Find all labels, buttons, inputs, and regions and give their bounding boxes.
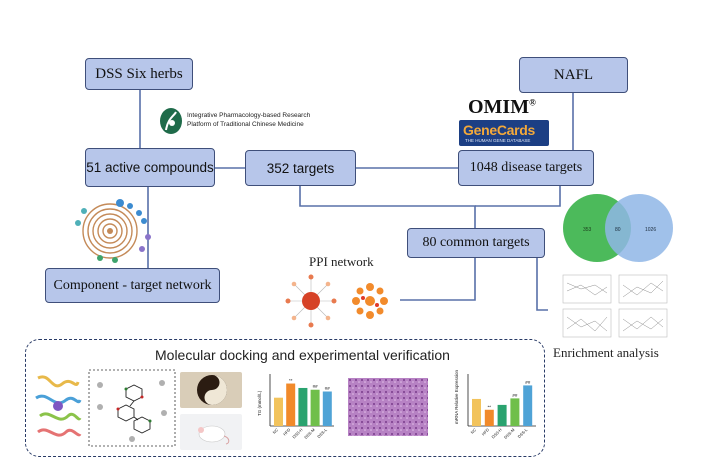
venn-diagram: 353 80 1026	[563, 194, 673, 262]
mrna-tick-label: DSS-L	[517, 427, 529, 439]
herb-bowl-graphic	[197, 375, 227, 405]
mrna-bar-dss-h	[497, 404, 507, 426]
mrna-significance-mark: ##	[525, 380, 531, 385]
mrna-tick-label: NC	[470, 427, 478, 435]
mrna-bar-hfd	[484, 409, 494, 426]
tg-tick-label: DSS-H	[291, 427, 303, 439]
ppi-network-graphic	[285, 274, 388, 328]
tcmip-caption-line1: Integrative Pharmacology-based Research	[187, 112, 311, 119]
docking-interaction-graphic	[88, 369, 176, 447]
node-component-target-network: Component - target network	[45, 268, 220, 303]
mouse-graphic	[198, 425, 230, 445]
mrna-significance-mark: ##	[512, 393, 518, 398]
mrna-bar-dss-l	[523, 385, 533, 426]
tissue-stain-image	[348, 378, 428, 436]
protein-structure-graphic	[35, 375, 82, 437]
tg-tick-label: HFD	[282, 427, 291, 436]
omim-registered: ®	[529, 97, 536, 108]
tg-significance-mark: ##	[325, 386, 331, 391]
tg-significance-mark: **	[289, 378, 293, 383]
venn-left-count: 353	[583, 227, 592, 233]
node-disease-targets: 1048 disease targets	[458, 150, 594, 186]
genecards-subtitle: THE HUMAN GENE DATABASE	[465, 138, 531, 143]
enrichment-plots	[562, 274, 668, 338]
mrna-ylabel: mRNA Relative Expression	[454, 369, 459, 424]
tcmip-caption-line2: Platform of Traditional Chinese Medicine	[187, 121, 304, 128]
venn-right-count: 1026	[645, 227, 656, 233]
tg-bar-nc	[274, 397, 283, 426]
venn-center-count: 80	[615, 227, 621, 233]
tg-bar-dss-m	[310, 389, 320, 426]
mrna-significance-mark: **	[488, 404, 492, 409]
mrna-tick-label: DSS-H	[490, 427, 502, 439]
tg-tick-label: NC	[272, 427, 280, 435]
mrna-tick-label: HFD	[481, 427, 490, 436]
ppi-network-label: PPI network	[309, 254, 374, 269]
tcmip-logo-icon	[160, 108, 182, 134]
mrna-bar-nc	[472, 398, 481, 426]
tg-bar-dss-h	[298, 387, 308, 426]
genecards-logo: GeneCards THE HUMAN GENE DATABASE	[459, 120, 549, 146]
component-target-network-graphic	[75, 199, 151, 263]
genecards-text: GeneCards	[463, 122, 535, 138]
tg-tick-label: DSS-L	[316, 427, 328, 439]
omim-text: OMIM	[468, 96, 530, 118]
verification-panel-title: Molecular docking and experimental verif…	[155, 347, 450, 363]
tg-tick-label: DSS-M	[303, 427, 316, 440]
tg-bar-dss-l	[322, 391, 332, 426]
node-dss-six-herbs: DSS Six herbs	[85, 58, 193, 90]
node-active-compounds: 51 active compounds	[85, 148, 215, 187]
tg-ylabel: TG (mmol/L)	[257, 390, 262, 416]
omim-logo: OMIM®	[468, 96, 536, 119]
tg-significance-mark: ##	[313, 384, 319, 389]
mrna-tick-label: DSS-M	[503, 427, 516, 440]
node-common-targets: 80 common targets	[407, 228, 545, 258]
mrna-bar-dss-m	[510, 398, 520, 426]
enrichment-analysis-label: Enrichment analysis	[553, 345, 659, 360]
verification-panel	[25, 339, 545, 457]
tg-bar-hfd	[286, 383, 296, 426]
node-targets: 352 targets	[245, 150, 356, 186]
node-nafl: NAFL	[519, 57, 628, 93]
